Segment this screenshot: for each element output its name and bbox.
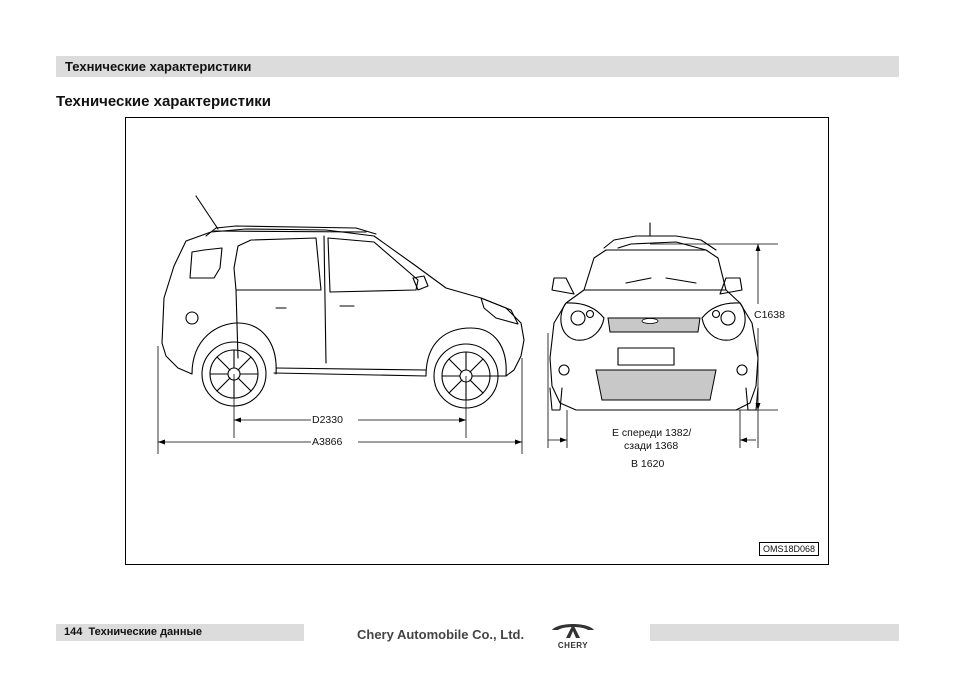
header-title: Технические характеристики xyxy=(65,59,252,74)
track-label-front: Е спереди 1382/ xyxy=(612,427,692,439)
header-bar: Технические характеристики xyxy=(56,56,899,77)
company-name: Chery Automobile Co., Ltd. xyxy=(357,627,525,642)
figure-code: OMS18D068 xyxy=(758,542,819,556)
section-title: Технические характеристики xyxy=(56,93,272,110)
footer-page-info: 144 Технические данные xyxy=(64,626,202,638)
chery-logo: CHERY xyxy=(548,620,598,655)
height-label: C1638 xyxy=(754,309,785,321)
length-label: A3866 xyxy=(312,436,343,448)
width-label: B 1620 xyxy=(631,458,665,470)
vehicle-dimensions-figure: D2330 A3866 C1638 Е спереди 1382/ сзади … xyxy=(125,117,829,565)
footer-right-bar xyxy=(650,624,899,641)
footer-section: Технические данные xyxy=(88,626,202,638)
front-view-car xyxy=(549,222,759,411)
wheelbase-label: D2330 xyxy=(312,414,343,426)
vehicle-drawing xyxy=(157,195,778,454)
track-label-rear: сзади 1368 xyxy=(624,440,679,452)
side-view-car xyxy=(161,195,525,409)
page-number: 144 xyxy=(64,626,83,638)
logo-text: CHERY xyxy=(558,641,588,650)
chery-logo-icon: CHERY xyxy=(552,624,594,650)
footer-page-bar: 144 Технические данные xyxy=(56,624,304,641)
